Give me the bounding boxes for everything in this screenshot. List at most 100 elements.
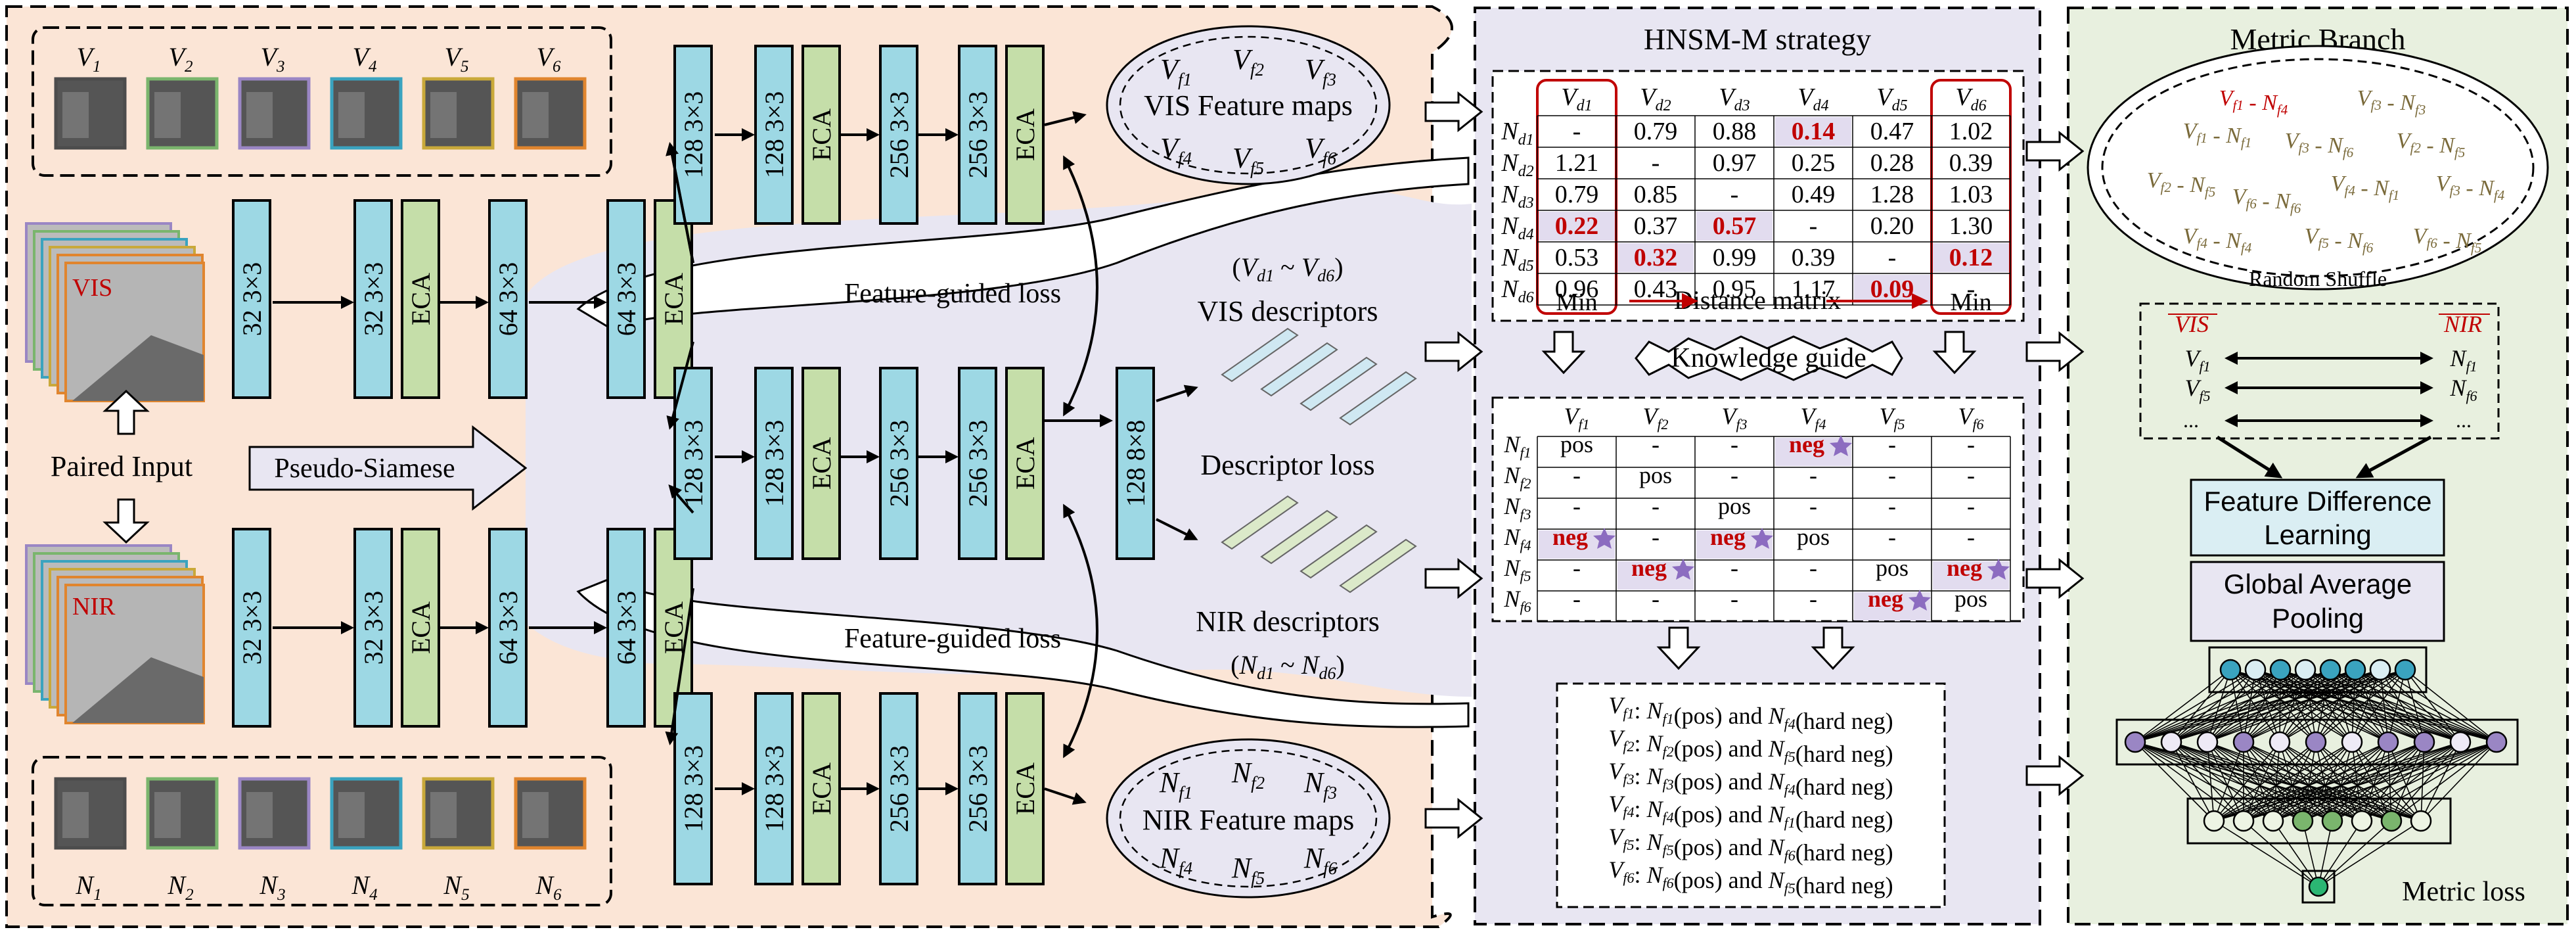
knowledge-guide-label: Knowledge guide	[1671, 343, 1866, 373]
nir-branch-conv4	[958, 692, 997, 885]
matrix-cell-4-4: -	[1888, 244, 1897, 271]
feature-guided-band-top	[576, 156, 1470, 330]
nir-encoder-conv2	[353, 528, 393, 728]
matrix-col-d5: Vd5	[1876, 83, 1907, 114]
nir-descriptor-bar-4	[1339, 538, 1417, 594]
nir-feature-maps	[1106, 738, 1391, 899]
descriptor-loss-label: Descriptor loss	[1200, 449, 1374, 481]
nir-encoder-conv1-label: 32 3×3	[237, 591, 267, 665]
vis-encoder-conv4-label: 64 3×3	[612, 262, 641, 337]
shuffle-pair-1: Vf1 - Nf4	[2219, 86, 2288, 118]
mlp-node-l3-1	[2232, 810, 2255, 832]
feature-guided-loss-top: Feature-guided loss	[844, 279, 1061, 309]
summary-line-f5: Vf5: Nf5(pos) and Nf6(hard neg)	[1608, 824, 1893, 866]
posneg-row-f5: Nf5	[1503, 555, 1531, 584]
mlp-node-l1-2	[2269, 659, 2292, 681]
vis-branch-conv3-label: 256 3×3	[884, 91, 914, 179]
vis-encoder-eca1-label: ECA	[406, 273, 436, 325]
pair-nir-header: NIR	[2443, 311, 2482, 337]
feature-difference-line1: Feature Difference	[2203, 486, 2431, 517]
matrix-row-d1: Nd1	[1501, 118, 1533, 149]
matrix-cell-2-4: 1.28	[1870, 181, 1914, 208]
posneg-cell-2-5: -	[1967, 493, 1975, 519]
distance-matrix-label: Distance matrix	[1674, 285, 1841, 315]
posneg-cell-0-0: pos	[1560, 431, 1593, 457]
nir-branch-eca1-label: ECA	[807, 762, 836, 815]
posneg-cell-1-1: pos	[1639, 462, 1672, 488]
posneg-cell-4-3: -	[1809, 555, 1817, 581]
summary-line-f6: Vf6: Nf6(pos) and Nf5(hard neg)	[1608, 856, 1893, 899]
shuffle-ellipse	[2087, 45, 2549, 291]
pseudo-siamese-arrow	[248, 425, 528, 511]
shuffle-pair-7: Vf6 - Nf6	[2232, 185, 2301, 216]
matrix-cell-0-1: 0.79	[1634, 118, 1678, 145]
descriptor-conv-label: 128 8×8	[1121, 420, 1150, 507]
posneg-cell-0-5: -	[1967, 431, 1975, 457]
nir-encoder-conv4	[606, 528, 646, 728]
paired-input-arrows	[102, 389, 150, 544]
star-icon	[1909, 590, 1931, 611]
vis-encoder-conv3	[488, 199, 528, 399]
matrix-cell-4-1: 0.32	[1634, 244, 1678, 271]
shared-branch-conv4-label: 256 3×3	[963, 420, 993, 507]
posneg-cell-1-4: -	[1888, 462, 1896, 488]
vis-thumb-label-6: V6	[537, 42, 561, 76]
nir-branch-conv2-label: 128 3×3	[759, 745, 789, 833]
shuffle-pair-2: Vf3 - Nf3	[2357, 86, 2426, 118]
mlp-node-l1-1	[2244, 659, 2267, 681]
vis-encoder-conv1	[232, 199, 271, 399]
posneg-cell-5-4: neg	[1868, 586, 1903, 612]
mlp-node-l2-1	[2160, 731, 2182, 753]
mlp-node-l2-6	[2341, 731, 2363, 753]
nir-encoder-conv1	[232, 528, 271, 728]
matrix-row-d5: Nd5	[1501, 244, 1533, 275]
nir-fm-f3: Nf3	[1303, 766, 1337, 803]
vis-descriptor-bar-1	[1221, 327, 1299, 383]
star-icon	[1672, 559, 1694, 580]
posneg-cell-0-1: -	[1652, 431, 1660, 457]
posneg-cell-1-3: -	[1809, 462, 1817, 488]
shared-branch-eca1	[802, 367, 841, 560]
vis-input-label: VIS	[72, 274, 112, 302]
matrix-cell-3-5: 1.30	[1949, 212, 1993, 240]
summary-box	[1556, 682, 1946, 908]
mlp-node-l1-4	[2319, 659, 2341, 681]
matrix-row-d2: Nd2	[1501, 149, 1533, 180]
vis-feature-maps-label: VIS Feature maps	[1144, 89, 1353, 122]
vis-fm-f5: Vf5	[1232, 142, 1264, 178]
nir-fm-f6: Nf6	[1303, 842, 1338, 878]
vis-feature-maps	[1106, 25, 1391, 185]
vis-fm-f4: Vf4	[1160, 132, 1192, 168]
vis-branch-eca1-label: ECA	[807, 108, 836, 161]
vis-thumb-label-4: V4	[353, 42, 377, 76]
vis-fm-f3: Vf3	[1305, 53, 1336, 89]
matrix-cell-5-5: -	[1967, 275, 1976, 303]
posneg-col-f1: Vf1	[1564, 403, 1589, 432]
matrix-cell-4-3: 0.39	[1792, 244, 1836, 271]
nir-encoder-conv3-label: 64 3×3	[493, 591, 523, 665]
vis-encoder-conv4	[606, 199, 646, 399]
star-icon	[1987, 559, 2010, 580]
nir-input-label: NIR	[72, 593, 116, 620]
nir-descriptor-bar-3	[1299, 524, 1378, 579]
star-icon	[1830, 435, 1852, 456]
min-label-left: Min	[1556, 289, 1597, 316]
posneg-cell-4-0: -	[1573, 555, 1581, 581]
down-arrows	[1541, 331, 1977, 670]
matrix-cell-1-4: 0.28	[1870, 149, 1914, 177]
posneg-cell-0-4: -	[1888, 431, 1896, 457]
nir-branch-conv1	[673, 692, 713, 885]
vis-thumb-label-2: V2	[169, 42, 193, 76]
matrix-cell-0-3: 0.14	[1792, 118, 1836, 145]
nir-input-stack	[25, 544, 205, 724]
knowledge-guide	[1635, 335, 1903, 381]
matrix-cell-5-3: 1.17	[1792, 275, 1836, 303]
nir-encoder-conv3	[488, 528, 528, 728]
nir-branch-conv1-label: 128 3×3	[679, 745, 708, 833]
matrix-cell-4-0: 0.53	[1555, 244, 1599, 271]
posneg-cell-3-0: neg	[1552, 524, 1588, 550]
posneg-cell-3-3: pos	[1797, 524, 1830, 550]
matrix-cell-3-1: 0.37	[1634, 212, 1678, 240]
vis-fm-f1: Vf1	[1160, 53, 1192, 89]
pair-ellipsis-right: ...	[2456, 408, 2472, 432]
